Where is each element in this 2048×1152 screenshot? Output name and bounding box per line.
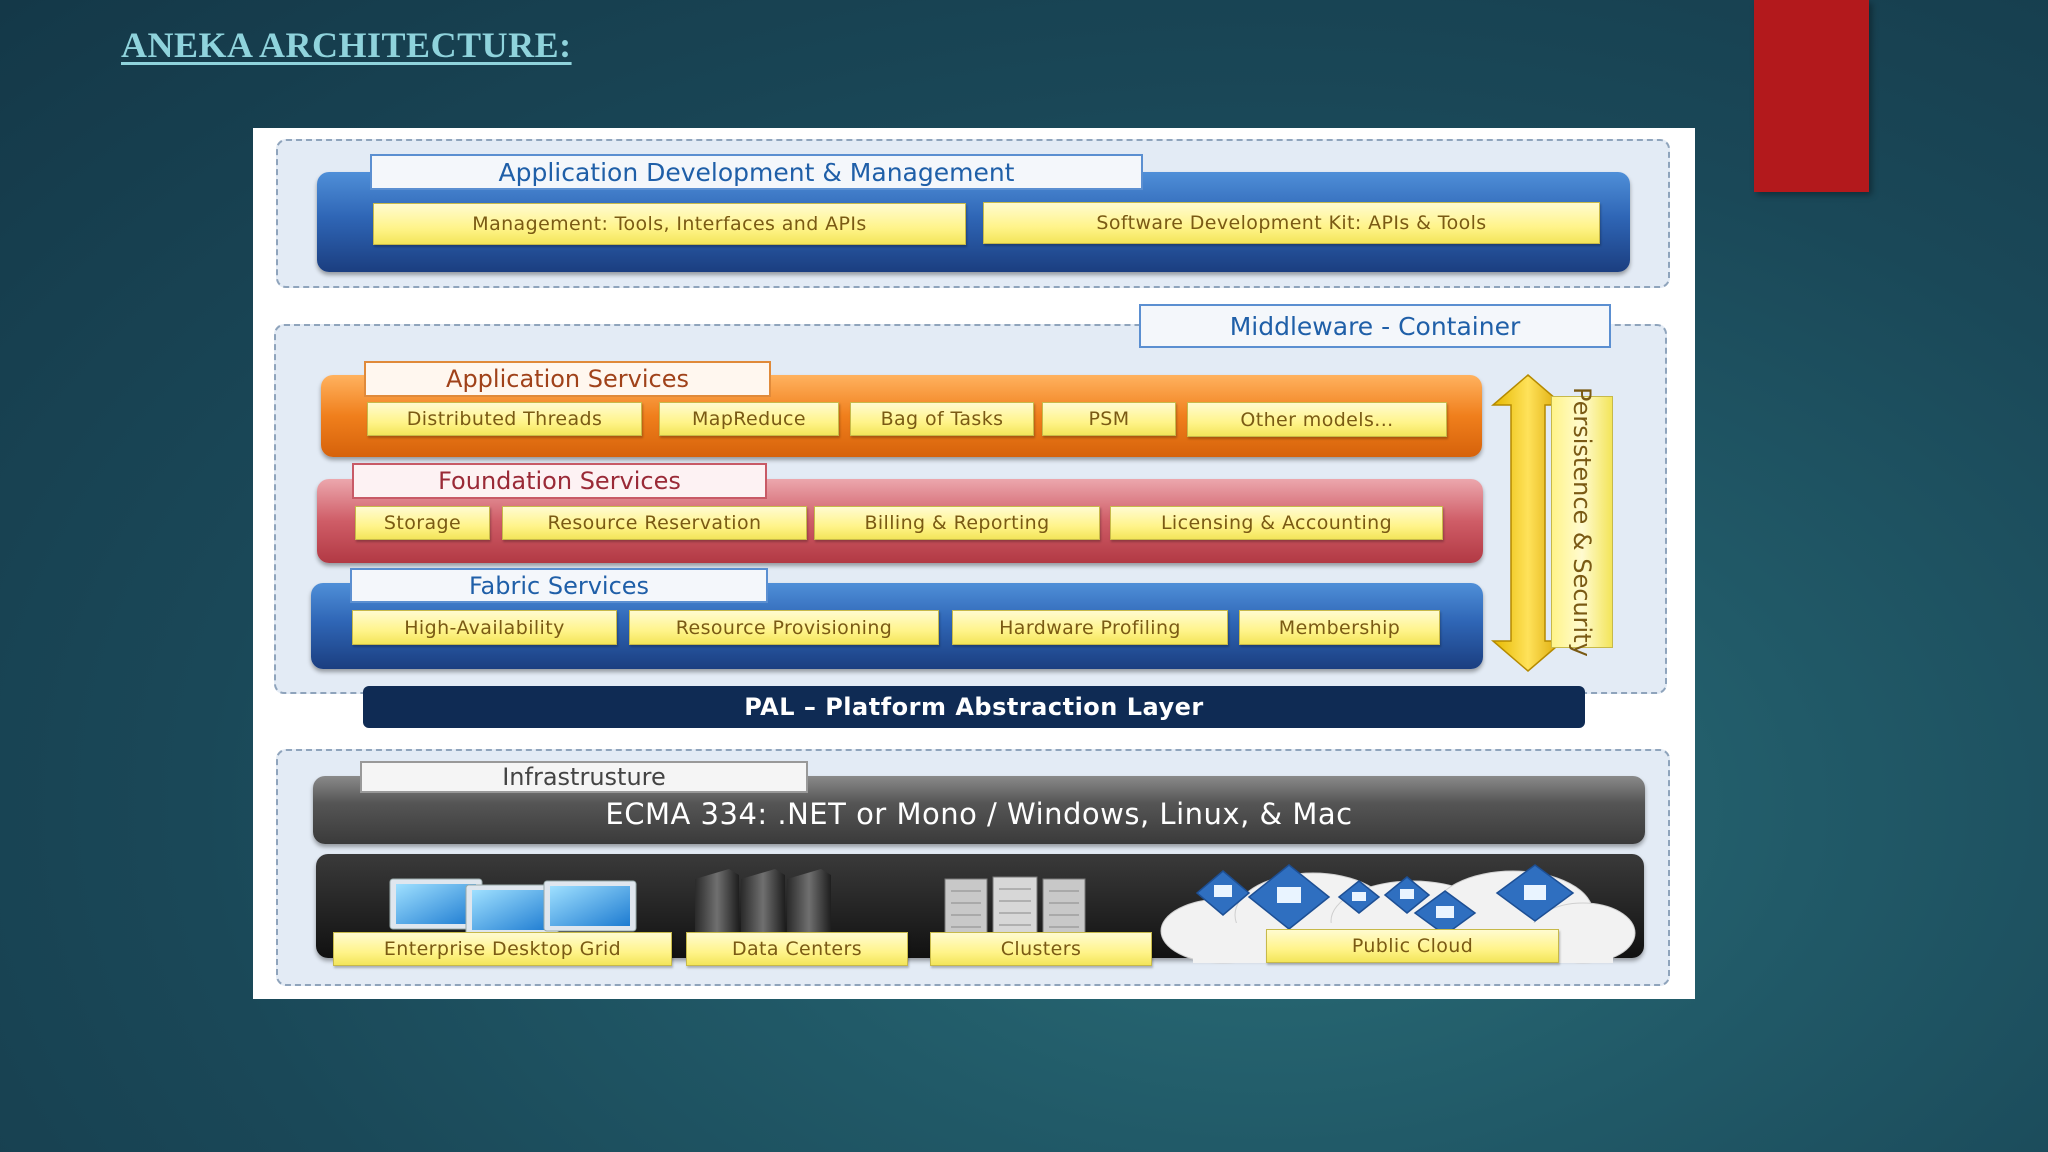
middleware-title: Middleware - Container <box>1139 304 1611 348</box>
cluster-servers-icon <box>944 876 1086 942</box>
application-services-title: Application Services <box>364 361 771 397</box>
ecma-label: ECMA 334: .NET or Mono / Windows, Linux,… <box>605 797 1353 831</box>
clusters-chip: Clusters <box>930 932 1152 966</box>
sdk-chip: Software Development Kit: APIs & Tools <box>983 202 1600 244</box>
management-tools-chip: Management: Tools, Interfaces and APIs <box>373 203 966 245</box>
resource-reservation-chip: Resource Reservation <box>502 506 807 540</box>
bag-of-tasks-chip: Bag of Tasks <box>850 402 1034 436</box>
app-dev-title: Application Development & Management <box>370 154 1143 190</box>
persistence-security-label: Persistence & Security <box>1551 387 1613 657</box>
mapreduce-chip: MapReduce <box>659 402 839 436</box>
high-availability-chip: High-Availability <box>352 610 617 645</box>
storage-chip: Storage <box>355 506 490 540</box>
data-centers-chip: Data Centers <box>686 932 908 966</box>
other-models-chip: Other models... <box>1187 402 1447 437</box>
fabric-services-title: Fabric Services <box>350 568 768 603</box>
resource-provisioning-chip: Resource Provisioning <box>629 610 939 645</box>
membership-chip: Membership <box>1239 610 1440 645</box>
infrastructure-title: Infrastrusture <box>360 761 808 793</box>
licensing-accounting-chip: Licensing & Accounting <box>1110 506 1443 540</box>
desktop-monitors-icon <box>389 878 637 936</box>
foundation-services-title: Foundation Services <box>352 463 767 499</box>
slide-title: ANEKA ARCHITECTURE: <box>121 25 572 65</box>
enterprise-desktop-grid-chip: Enterprise Desktop Grid <box>333 932 672 966</box>
public-cloud-chip: Public Cloud <box>1266 929 1559 963</box>
hardware-profiling-chip: Hardware Profiling <box>952 610 1228 645</box>
red-accent-bar <box>1754 0 1869 192</box>
server-racks-icon <box>695 869 831 943</box>
distributed-threads-chip: Distributed Threads <box>367 402 642 436</box>
architecture-diagram: Application Development & Management Man… <box>253 128 1695 999</box>
billing-reporting-chip: Billing & Reporting <box>814 506 1100 540</box>
psm-chip: PSM <box>1042 402 1176 436</box>
pal-layer: PAL – Platform Abstraction Layer <box>363 686 1585 728</box>
